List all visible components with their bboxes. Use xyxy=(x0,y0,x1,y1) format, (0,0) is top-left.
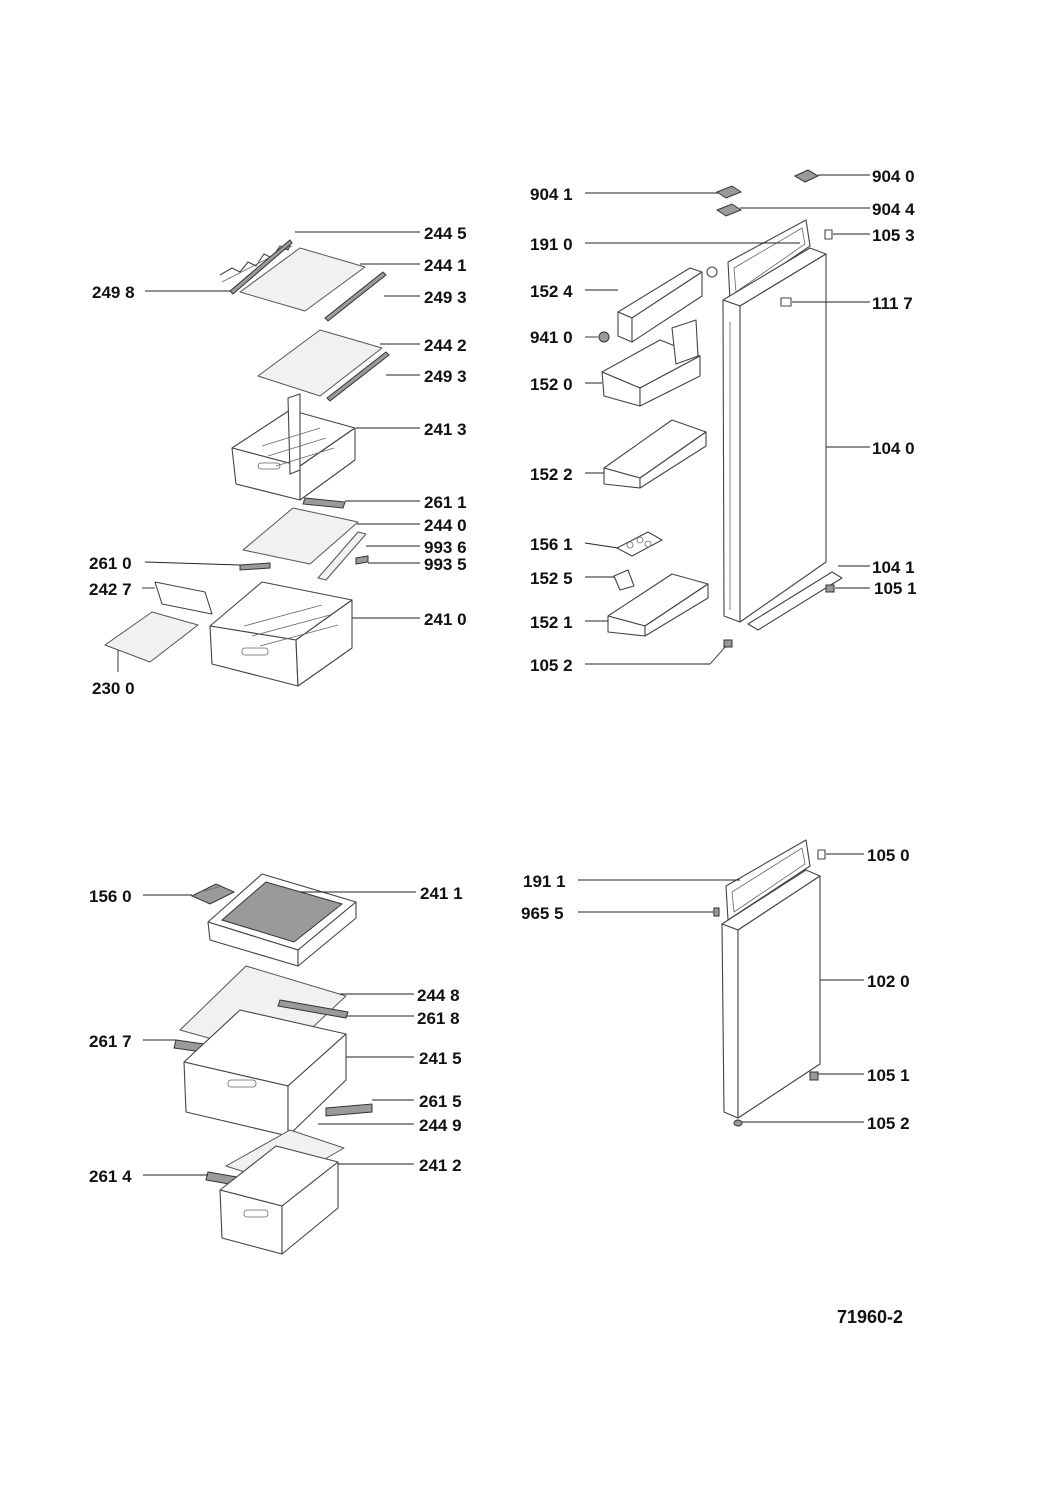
label-2410: 241 0 xyxy=(424,610,467,629)
label-1524: 152 4 xyxy=(530,282,573,301)
part-1521-bin xyxy=(607,573,709,637)
label-1052-a: 105 2 xyxy=(530,656,573,675)
part-1561-egg-tray xyxy=(616,531,663,557)
label-1051-b: 105 1 xyxy=(867,1066,910,1085)
part-2441-glass-shelf xyxy=(239,247,366,312)
part-2412-drawer xyxy=(219,1145,339,1255)
label-2440: 244 0 xyxy=(424,516,467,535)
label-1521: 152 1 xyxy=(530,613,573,632)
label-2615: 261 5 xyxy=(419,1092,462,1111)
part-2615 xyxy=(325,1103,373,1117)
part-1052-b xyxy=(733,1119,743,1127)
bottom-right-assembly: 105 0 191 1 965 5 102 0 105 1 105 2 xyxy=(521,839,910,1133)
part-9040-hinge-cover xyxy=(793,169,820,183)
label-1041: 104 1 xyxy=(872,558,915,577)
label-2300: 230 0 xyxy=(92,679,135,698)
top-right-assembly: 904 0 904 1 904 4 105 3 191 0 152 4 111 … xyxy=(530,167,917,675)
part-2411-wire-basket xyxy=(207,873,357,967)
part-1050 xyxy=(817,849,826,860)
label-1020: 102 0 xyxy=(867,972,910,991)
part-1560-ice-tray xyxy=(190,883,236,905)
part-1117 xyxy=(780,297,792,307)
label-1910: 191 0 xyxy=(530,235,573,254)
part-1910-gasket xyxy=(727,219,811,301)
label-9044: 904 4 xyxy=(872,200,915,219)
label-1040: 104 0 xyxy=(872,439,915,458)
part-2440-glass-shelf xyxy=(242,507,359,565)
part-9410 xyxy=(598,331,610,343)
diagram-reference-number: 71960-2 xyxy=(837,1307,903,1327)
label-2493-b: 249 3 xyxy=(424,367,467,386)
label-9041: 904 1 xyxy=(530,185,573,204)
part-1053 xyxy=(824,229,833,240)
part-2493-trim-b xyxy=(326,351,390,402)
label-2427: 242 7 xyxy=(89,580,132,599)
part-9044 xyxy=(715,203,743,217)
part-1525 xyxy=(613,569,635,591)
part-1520-bin xyxy=(601,319,701,407)
label-1561: 156 1 xyxy=(530,535,573,554)
part-2300-tray xyxy=(104,611,199,663)
part-9410-b xyxy=(706,266,718,278)
label-9410: 941 0 xyxy=(530,328,573,347)
label-2498: 249 8 xyxy=(92,283,135,302)
label-1052-b: 105 2 xyxy=(867,1114,910,1133)
label-2411: 241 1 xyxy=(420,884,463,903)
part-1051-a xyxy=(825,584,835,593)
label-2413: 241 3 xyxy=(424,420,467,439)
part-9935 xyxy=(355,555,369,565)
part-9936-strip xyxy=(317,531,367,581)
part-2498-rail xyxy=(229,239,293,295)
label-1522: 152 2 xyxy=(530,465,573,484)
label-1051-a: 105 1 xyxy=(874,579,917,598)
label-2442: 244 2 xyxy=(424,336,467,355)
label-1053: 105 3 xyxy=(872,226,915,245)
part-2415-drawer xyxy=(183,1009,347,1137)
part-1522-bin xyxy=(603,419,707,489)
part-2493-trim-a xyxy=(324,271,387,322)
part-2427-divider xyxy=(154,581,213,615)
part-9655 xyxy=(713,907,720,917)
label-2614: 261 4 xyxy=(89,1167,132,1186)
bottom-left-assembly: 156 0 241 1 244 8 261 8 261 7 241 5 261 … xyxy=(89,873,463,1255)
label-2448: 244 8 xyxy=(417,986,460,1005)
label-2412: 241 2 xyxy=(419,1156,462,1175)
part-2610 xyxy=(239,562,271,571)
label-1560: 156 0 xyxy=(89,887,132,906)
label-1050: 105 0 xyxy=(867,846,910,865)
part-2442-glass-shelf xyxy=(257,329,383,397)
label-2617: 261 7 xyxy=(89,1032,132,1051)
label-2618: 261 8 xyxy=(417,1009,460,1028)
label-2449: 244 9 xyxy=(419,1116,462,1135)
label-9040: 904 0 xyxy=(872,167,915,186)
top-left-assembly: 244 5 244 1 249 8 249 3 244 2 249 3 241 … xyxy=(89,224,467,698)
label-1911: 191 1 xyxy=(523,872,566,891)
part-1041-bottom-bar xyxy=(747,571,843,631)
part-9041 xyxy=(715,185,743,199)
part-1051-b xyxy=(809,1071,819,1081)
label-9935: 993 5 xyxy=(424,555,467,574)
part-2413-drawer xyxy=(231,393,356,501)
part-2410-drawer xyxy=(209,581,353,687)
label-2445: 244 5 xyxy=(424,224,467,243)
label-2441: 244 1 xyxy=(424,256,467,275)
label-9655: 965 5 xyxy=(521,904,564,923)
part-2611 xyxy=(302,497,346,509)
part-1524-bin xyxy=(617,267,703,343)
part-1911-gasket xyxy=(725,839,811,921)
part-1020-door xyxy=(721,869,821,1119)
label-2611: 261 1 xyxy=(424,493,467,512)
part-1040-door xyxy=(722,247,827,623)
label-2415: 241 5 xyxy=(419,1049,462,1068)
part-2618 xyxy=(277,999,349,1019)
label-2493-a: 249 3 xyxy=(424,288,467,307)
label-9936: 993 6 xyxy=(424,538,467,557)
label-2610: 261 0 xyxy=(89,554,132,573)
label-1117: 111 7 xyxy=(872,294,913,313)
label-1525: 152 5 xyxy=(530,569,573,588)
label-1520: 152 0 xyxy=(530,375,573,394)
part-1052-a xyxy=(723,639,733,648)
